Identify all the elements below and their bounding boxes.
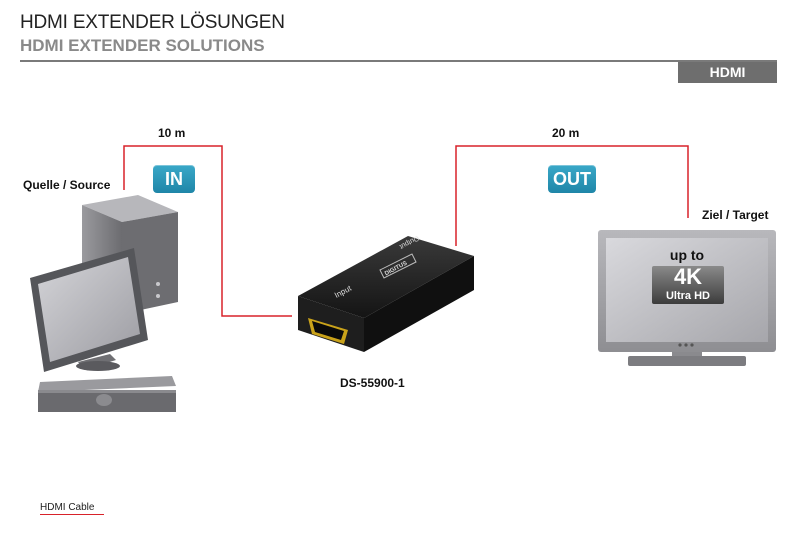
out-badge: OUT bbox=[548, 165, 596, 193]
in-badge: IN bbox=[153, 165, 195, 193]
monitor-icon bbox=[30, 248, 148, 372]
page-title-en: HDMI EXTENDER SOLUTIONS bbox=[20, 36, 265, 55]
extender-device-icon bbox=[298, 236, 474, 352]
legend-cable-label: HDMI Cable bbox=[40, 502, 95, 513]
tv-icon bbox=[598, 230, 776, 366]
legend-cable-line bbox=[40, 514, 104, 515]
target-label: Ziel / Target bbox=[702, 208, 769, 222]
cable-in-line bbox=[123, 145, 292, 317]
tv-ultra-hd-text: Ultra HD bbox=[665, 290, 710, 302]
tv-4k-text: 4K bbox=[673, 264, 703, 289]
cable-out-line bbox=[455, 145, 689, 246]
hdmi-tag: HDMI bbox=[678, 62, 777, 83]
page-title-de: HDMI EXTENDER LÖSUNGEN bbox=[20, 12, 285, 33]
tv-up-to-text: up to bbox=[669, 247, 705, 263]
in-distance-label: 10 m bbox=[158, 126, 186, 140]
header-divider bbox=[20, 60, 777, 62]
source-label: Quelle / Source bbox=[23, 178, 111, 192]
device-model-label: DS-55900-1 bbox=[340, 376, 405, 390]
out-distance-label: 20 m bbox=[552, 126, 580, 140]
set-top-box-icon bbox=[38, 376, 176, 412]
